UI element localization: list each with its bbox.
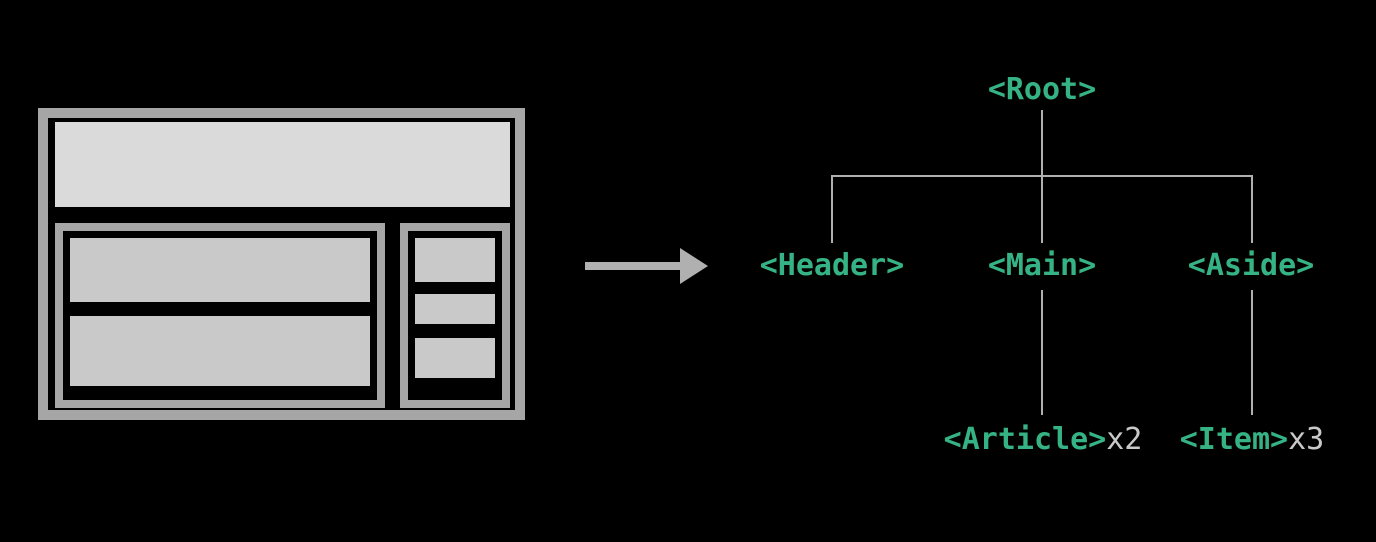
line-to-main <box>1041 175 1043 243</box>
wireframe-article-block-2 <box>70 316 370 386</box>
tree-node-item: <Item> <box>1179 422 1289 457</box>
right-arrow-icon <box>585 246 710 286</box>
line-aside-to-item <box>1251 290 1253 415</box>
wireframe-main-panel <box>55 223 385 408</box>
line-to-aside <box>1251 175 1253 243</box>
line-root-down <box>1041 110 1043 176</box>
tree-node-header: <Header> <box>759 248 905 283</box>
tree-node-root: <Root> <box>987 72 1097 107</box>
wireframe-aside-item-2 <box>415 294 495 324</box>
line-to-header <box>831 175 833 243</box>
wireframe-aside-panel <box>400 223 510 408</box>
tree-node-aside: <Aside> <box>1187 248 1315 283</box>
item-count-badge: x3 <box>1288 422 1325 457</box>
tree-node-item-row: <Item>x3 <box>1180 422 1325 458</box>
article-count-badge: x2 <box>1106 422 1143 457</box>
tree-node-article: <Article> <box>943 422 1107 457</box>
wireframe-thumbnail <box>38 108 525 420</box>
arrow-head <box>680 248 708 284</box>
wireframe-article-block-1 <box>70 238 370 302</box>
arrow-shaft <box>585 262 681 270</box>
line-main-to-article <box>1041 290 1043 415</box>
wireframe-header-block <box>55 122 510 207</box>
wireframe-aside-item-1 <box>415 238 495 282</box>
tree-node-article-row: <Article>x2 <box>944 422 1143 458</box>
tree-node-main: <Main> <box>987 248 1097 283</box>
wireframe-aside-item-3 <box>415 338 495 378</box>
